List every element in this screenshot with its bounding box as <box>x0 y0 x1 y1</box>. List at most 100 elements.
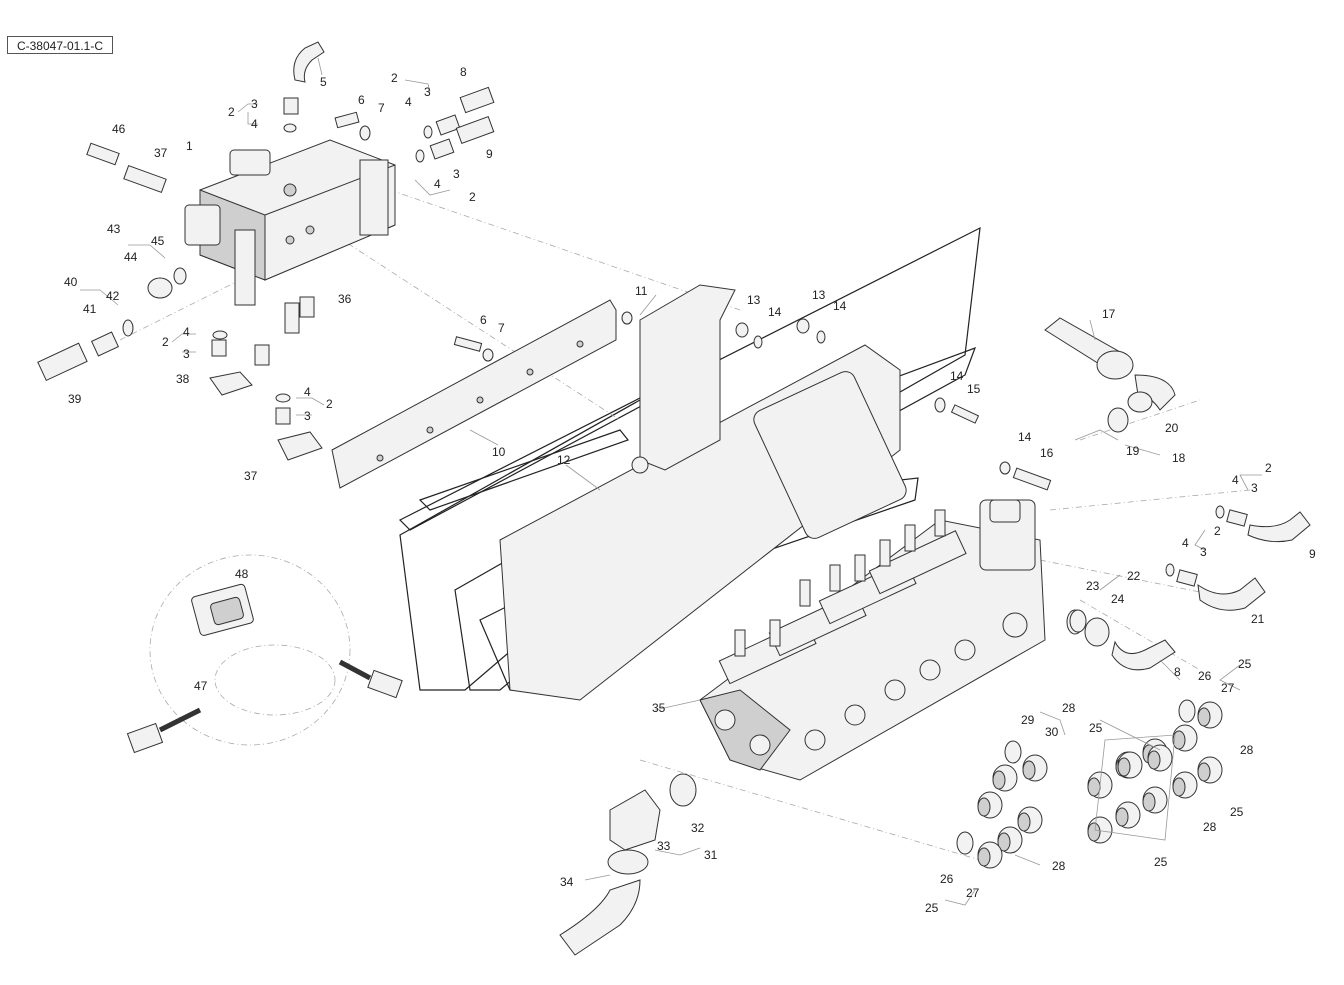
callout-2: 2 <box>469 190 476 204</box>
port-plugs <box>956 609 1223 869</box>
callout-4: 4 <box>251 117 258 131</box>
callout-25: 25 <box>1154 855 1168 869</box>
callout-25: 25 <box>925 901 939 915</box>
callout-37: 37 <box>244 469 258 483</box>
port-plug-face <box>1017 812 1031 832</box>
valve-fittings-top <box>37 41 495 461</box>
callout-4: 4 <box>183 325 190 339</box>
callout-39: 39 <box>68 392 82 406</box>
callout-14: 14 <box>768 305 782 319</box>
callout-29: 29 <box>1021 713 1035 727</box>
callout-23: 23 <box>1086 579 1100 593</box>
callout-11: 11 <box>635 284 648 298</box>
port-plug-face <box>992 770 1006 790</box>
callout-48: 48 <box>235 567 249 581</box>
callout-14: 14 <box>950 369 964 383</box>
callout-24: 24 <box>1111 592 1125 606</box>
callout-4: 4 <box>1182 536 1189 550</box>
callout-19: 19 <box>1126 444 1140 458</box>
callout-3: 3 <box>1200 545 1207 559</box>
port-plug-face <box>997 832 1011 852</box>
rocker-switch <box>191 583 254 636</box>
callout-18: 18 <box>1172 451 1186 465</box>
callout-2: 2 <box>1265 461 1272 475</box>
callout-4: 4 <box>1232 473 1239 487</box>
callout-44: 44 <box>124 250 138 264</box>
callout-2: 2 <box>391 71 398 85</box>
wiring-connector <box>126 659 403 754</box>
callout-41: 41 <box>83 302 97 316</box>
callout-47: 47 <box>194 679 208 693</box>
callout-4: 4 <box>405 95 412 109</box>
callout-30: 30 <box>1045 725 1059 739</box>
callout-20: 20 <box>1165 421 1179 435</box>
port-plug-face <box>1087 777 1101 797</box>
callout-22: 22 <box>1127 569 1141 583</box>
leader-lines <box>80 57 1262 906</box>
callout-8: 8 <box>1174 665 1181 679</box>
callout-6: 6 <box>480 313 487 327</box>
inlet-elbow-and-hose <box>559 773 697 956</box>
callout-46: 46 <box>112 122 126 136</box>
port-plug-face <box>1147 750 1161 770</box>
callout-45: 45 <box>151 234 165 248</box>
callout-28: 28 <box>1240 743 1254 757</box>
control-valve-assembly <box>184 139 396 306</box>
callout-8: 8 <box>460 65 467 79</box>
small-hardware <box>453 311 1052 491</box>
callout-27: 27 <box>1221 681 1235 695</box>
callout-4: 4 <box>434 177 441 191</box>
callout-1: 1 <box>186 139 193 153</box>
callout-25: 25 <box>1238 657 1252 671</box>
port-plug-face <box>1022 760 1036 780</box>
callout-28: 28 <box>1052 859 1066 873</box>
callout-43: 43 <box>107 222 121 236</box>
callout-5: 5 <box>320 75 327 89</box>
callout-4: 4 <box>304 385 311 399</box>
port-plug-face <box>977 847 991 867</box>
callout-38: 38 <box>176 372 190 386</box>
callout-34: 34 <box>560 875 574 889</box>
callout-3: 3 <box>251 97 258 111</box>
callout-14: 14 <box>1018 430 1032 444</box>
callout-12: 12 <box>557 453 571 467</box>
main-valve-bank <box>699 499 1046 781</box>
callout-32: 32 <box>691 821 705 835</box>
callout-16: 16 <box>1040 446 1054 460</box>
callout-3: 3 <box>453 167 460 181</box>
port-plug-face <box>1172 777 1186 797</box>
callout-10: 10 <box>492 445 506 459</box>
callout-3: 3 <box>304 409 311 423</box>
callout-28: 28 <box>1203 820 1217 834</box>
port-plug-face <box>1117 757 1131 777</box>
port-plug-face <box>977 797 991 817</box>
callout-7: 7 <box>498 321 505 335</box>
callout-21: 21 <box>1251 612 1265 626</box>
callout-33: 33 <box>657 839 671 853</box>
mounting-plate <box>331 299 617 489</box>
callout-17: 17 <box>1102 307 1116 321</box>
callout-25: 25 <box>1230 805 1244 819</box>
frame-bracket <box>499 284 907 701</box>
callout-35: 35 <box>652 701 666 715</box>
callout-7: 7 <box>378 101 385 115</box>
callout-9: 9 <box>486 147 493 161</box>
callout-2: 2 <box>326 397 333 411</box>
callout-15: 15 <box>967 382 981 396</box>
callout-31: 31 <box>704 848 718 862</box>
part-callouts: 5 2 3 4 6 7 2 8 4 3 9 3 4 2 46 37 1 43 4… <box>64 65 1316 915</box>
callout-2: 2 <box>1214 524 1221 538</box>
callout-25: 25 <box>1089 721 1103 735</box>
callout-2: 2 <box>162 335 169 349</box>
callout-37: 37 <box>154 146 168 160</box>
port-plug-face <box>1197 762 1211 782</box>
callout-3: 3 <box>183 347 190 361</box>
port-plug-face <box>1197 707 1211 727</box>
drawing-code-label: C-38047-01.1-C <box>7 36 113 54</box>
callout-6: 6 <box>358 93 365 107</box>
callout-28: 28 <box>1062 701 1076 715</box>
callout-3: 3 <box>1251 481 1258 495</box>
callout-3: 3 <box>424 85 431 99</box>
callout-27: 27 <box>966 886 980 900</box>
